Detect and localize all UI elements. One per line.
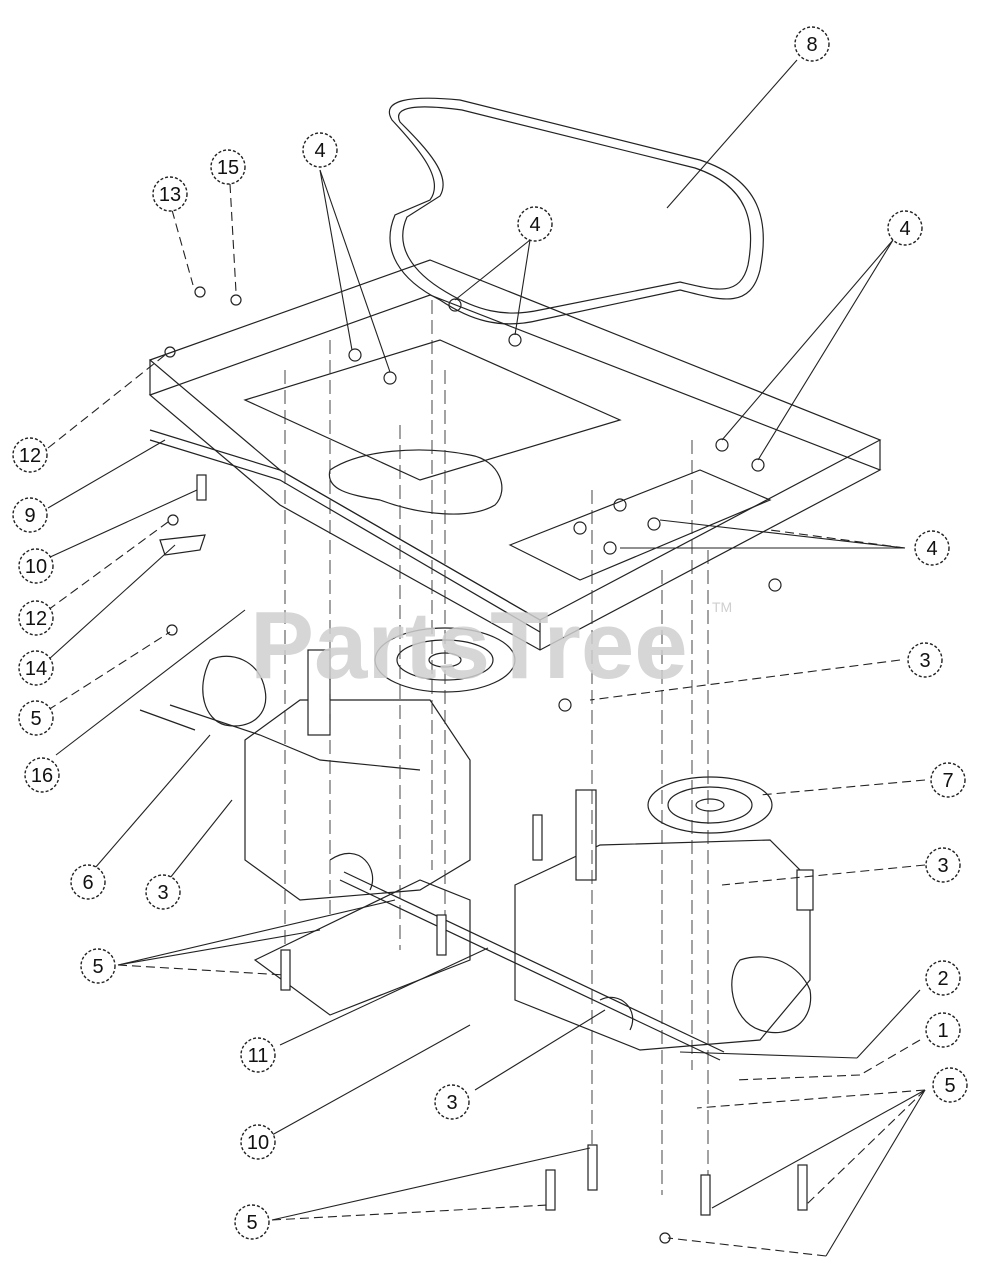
callout-circle bbox=[517, 206, 553, 242]
callout-label: 4 bbox=[899, 218, 910, 240]
callout-10: 10 bbox=[18, 548, 54, 584]
callout-label: 4 bbox=[926, 538, 937, 560]
callout-4: 4 bbox=[887, 210, 923, 246]
callout-circle bbox=[794, 26, 830, 62]
callout-5: 5 bbox=[80, 948, 116, 984]
callout-circle bbox=[932, 1067, 968, 1103]
callout-8: 8 bbox=[794, 26, 830, 62]
callout-4: 4 bbox=[302, 132, 338, 168]
callout-circle bbox=[302, 132, 338, 168]
callout-13: 13 bbox=[152, 176, 188, 212]
callout-circle bbox=[887, 210, 923, 246]
right-transmission-drawing bbox=[514, 776, 814, 1051]
parts-artwork: PartsTree TM bbox=[139, 97, 882, 1244]
belt-drawing bbox=[388, 97, 764, 325]
watermark: PartsTree TM bbox=[250, 592, 732, 699]
callout-6: 6 bbox=[70, 864, 106, 900]
callout-label: 2 bbox=[937, 968, 948, 990]
callout-circle bbox=[18, 548, 54, 584]
callout-circle bbox=[925, 847, 961, 883]
callout-11: 11 bbox=[240, 1037, 276, 1073]
callout-circle bbox=[930, 762, 966, 798]
callout-circle bbox=[70, 864, 106, 900]
alignment-lines bbox=[284, 300, 709, 1195]
callout-circle bbox=[925, 1012, 961, 1048]
callout-label: 4 bbox=[314, 140, 325, 162]
callout-label: 3 bbox=[937, 855, 948, 877]
callout-circle bbox=[12, 497, 48, 533]
callout-circle bbox=[434, 1084, 470, 1120]
callout-label: 7 bbox=[942, 770, 953, 792]
frame-plate-drawing bbox=[148, 259, 882, 651]
callout-label: 5 bbox=[92, 956, 103, 978]
callout-label: 5 bbox=[246, 1212, 257, 1234]
callout-3: 3 bbox=[925, 847, 961, 883]
callout-circle bbox=[12, 437, 48, 473]
callout-label: 3 bbox=[446, 1092, 457, 1114]
callout-label: 10 bbox=[25, 556, 47, 578]
callout-2: 2 bbox=[925, 960, 961, 996]
callout-label: 9 bbox=[24, 505, 35, 527]
callout-label: 1 bbox=[937, 1020, 948, 1042]
callout-5: 5 bbox=[18, 700, 54, 736]
callout-label: 5 bbox=[944, 1075, 955, 1097]
callout-3: 3 bbox=[907, 642, 943, 678]
watermark-text: PartsTree bbox=[250, 592, 688, 699]
callout-label: 4 bbox=[529, 214, 540, 236]
callout-circle bbox=[210, 149, 246, 185]
shaft-drawing bbox=[339, 871, 725, 1061]
leader-lines bbox=[47, 59, 926, 1257]
callout-label: 12 bbox=[25, 608, 47, 630]
callout-label: 15 bbox=[217, 157, 239, 179]
callout-15: 15 bbox=[210, 149, 246, 185]
callout-label: 5 bbox=[30, 708, 41, 730]
callout-5: 5 bbox=[234, 1204, 270, 1240]
watermark-tm: TM bbox=[712, 599, 732, 615]
callout-circle bbox=[18, 700, 54, 736]
callout-12: 12 bbox=[12, 437, 48, 473]
callout-label: 16 bbox=[31, 765, 53, 787]
callout-circle bbox=[24, 757, 60, 793]
callout-label: 13 bbox=[159, 184, 181, 206]
callout-label: 11 bbox=[248, 1045, 269, 1067]
lower-plate-drawing bbox=[253, 879, 471, 1016]
callout-16: 16 bbox=[24, 757, 60, 793]
callout-4: 4 bbox=[517, 206, 553, 242]
left-transmission-drawing bbox=[169, 627, 516, 901]
callout-label: 14 bbox=[25, 658, 47, 680]
callout-4: 4 bbox=[914, 530, 950, 566]
callout-circle bbox=[925, 960, 961, 996]
callout-3: 3 bbox=[145, 874, 181, 910]
callout-14: 14 bbox=[18, 650, 54, 686]
callout-12: 12 bbox=[18, 600, 54, 636]
callout-9: 9 bbox=[12, 497, 48, 533]
callout-label: 12 bbox=[19, 445, 41, 467]
callout-circle bbox=[240, 1124, 276, 1160]
callout-circle bbox=[145, 874, 181, 910]
hardware-drawing bbox=[139, 286, 782, 1244]
callout-label: 6 bbox=[82, 872, 93, 894]
callout-label: 8 bbox=[806, 34, 817, 56]
callout-label: 10 bbox=[247, 1132, 269, 1154]
callout-5: 5 bbox=[932, 1067, 968, 1103]
callout-label: 3 bbox=[919, 650, 930, 672]
bolts-drawing bbox=[196, 474, 808, 1216]
callout-circle bbox=[152, 176, 188, 212]
callout-circle bbox=[240, 1037, 276, 1073]
callout-circle bbox=[18, 600, 54, 636]
callout-7: 7 bbox=[930, 762, 966, 798]
callout-circle bbox=[907, 642, 943, 678]
callout-circle bbox=[80, 948, 116, 984]
callout-10: 10 bbox=[240, 1124, 276, 1160]
callout-3: 3 bbox=[434, 1084, 470, 1120]
callout-label: 3 bbox=[157, 882, 168, 904]
callout-circle bbox=[234, 1204, 270, 1240]
callout-circle bbox=[914, 530, 950, 566]
callout-1: 1 bbox=[925, 1012, 961, 1048]
callout-circle bbox=[18, 650, 54, 686]
